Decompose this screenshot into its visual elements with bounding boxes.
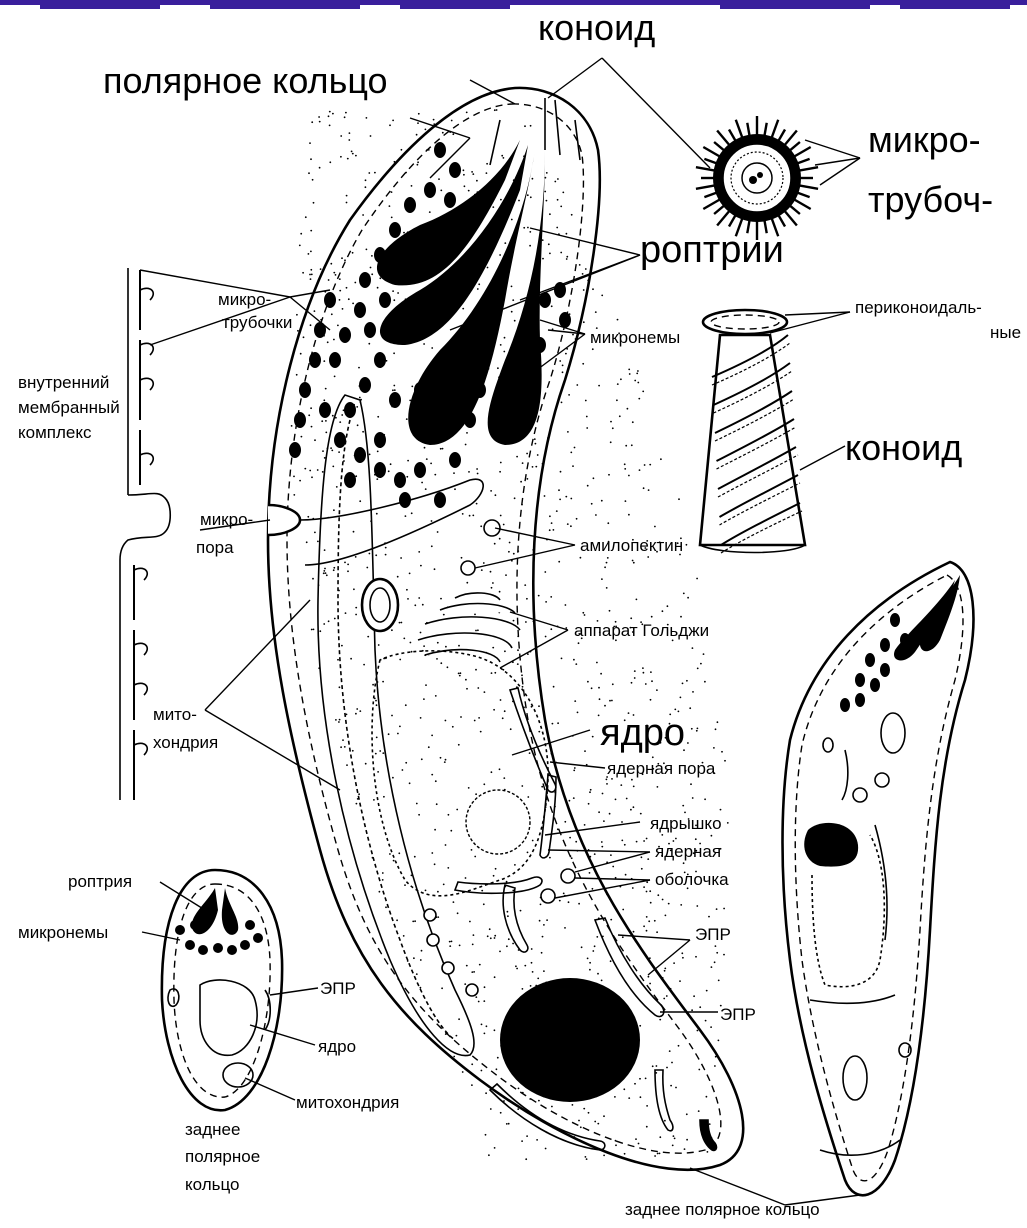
label-microtubules-top-2: трубоч- [868,179,993,220]
label-conoid-mid: коноид [845,427,962,468]
periconoidal-ring-1 [703,310,787,334]
label-posterior-main: заднее полярное кольцо [625,1200,820,1219]
label-mitochondrion-small: митохондрия [296,1093,399,1112]
label-golgi: аппарат Гольджи [574,621,709,640]
label-microtubules-1: микро- [218,290,271,309]
label-rhoptry-small: роптрия [68,872,132,891]
label-nucleolus: ядрышко [650,814,722,833]
right-cell [783,562,974,1195]
label-nuclear-pore: ядерная пора [607,759,716,778]
label-rhoptries: роптрии [640,229,784,271]
title-strip [0,0,1027,9]
label-posterior-small-2: полярное [185,1147,260,1166]
label-er-small: ЭПР [320,979,356,998]
dense-body [500,978,640,1102]
conoid-cross-section [696,116,818,240]
label-posterior-small-1: заднее [185,1120,240,1139]
label-periconoidal-1: периконоидаль- [855,298,982,317]
label-imc-3: комплекс [18,423,92,442]
label-nucleus: ядро [600,712,685,754]
nucleolus-main [466,790,530,854]
label-polar-ring: полярное кольцо [103,60,388,101]
pellicle-microtubule-hooks [134,288,153,755]
label-conoid-top: коноид [538,7,655,48]
label-envelope-2: оболочка [655,870,729,889]
small-cell [162,870,282,1110]
label-amylopectin: амилопектин [580,536,683,555]
label-micropore-2: пора [196,538,234,557]
label-micronemes: микронемы [590,328,680,347]
label-micropore-1: микро- [200,510,253,529]
vacuole [362,579,398,631]
label-envelope-1: ядерная [655,842,721,861]
label-er-1: ЭПР [695,925,731,944]
label-microtubules-top-1: микро- [868,119,981,160]
label-nucleus-small: ядро [318,1037,356,1056]
pellicle-inner-segments [134,270,140,800]
label-mito-1: мито- [153,705,197,724]
label-microtubules-2: трубочки [222,313,292,332]
label-micronemes-small: микронемы [18,923,108,942]
label-imc-2: мембранный [18,398,120,417]
label-imc-1: внутренний [18,373,109,392]
conoid-side-view [700,310,805,553]
label-er-2: ЭПР [720,1005,756,1024]
label-mito-2: хондрия [153,733,218,752]
label-periconoidal-2: ные [990,323,1021,342]
label-posterior-small-3: кольцо [185,1175,240,1194]
